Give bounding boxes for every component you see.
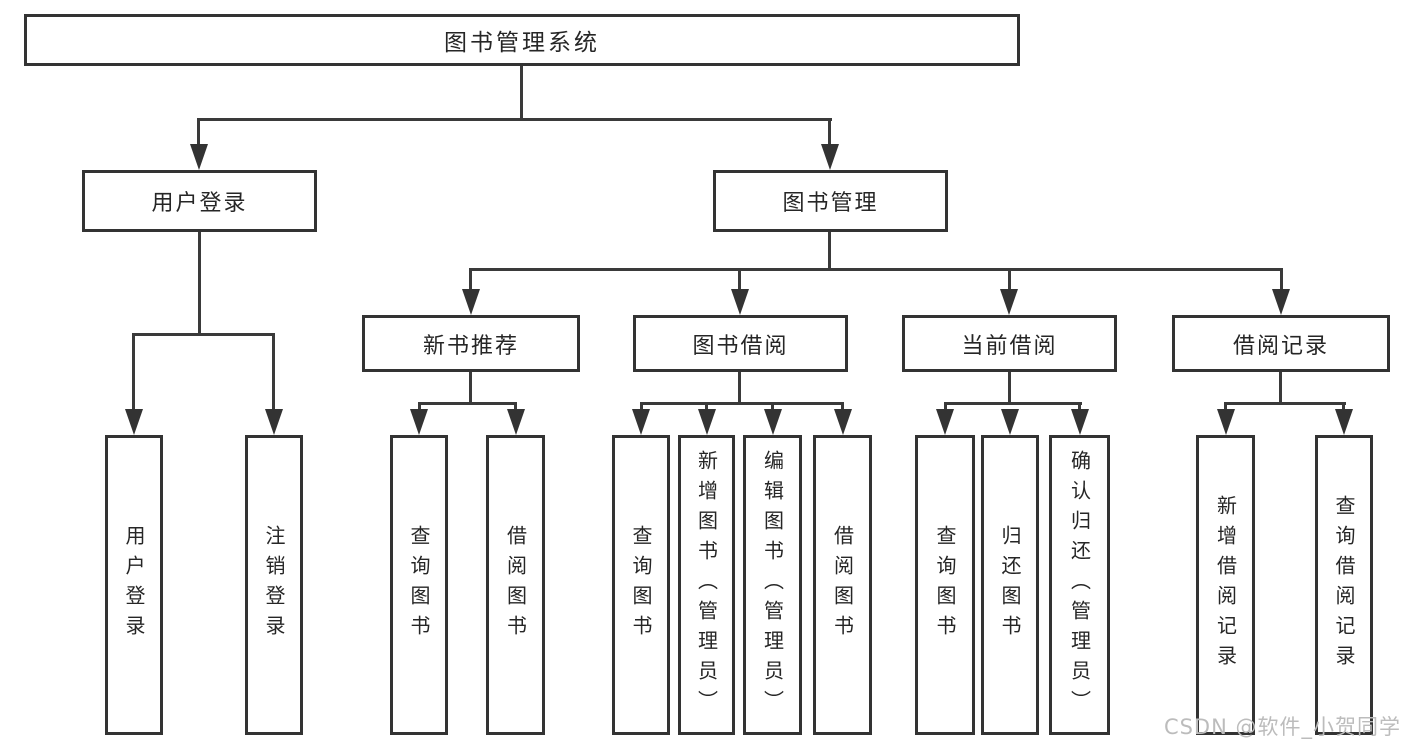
connector-line <box>1342 402 1345 411</box>
connector-line <box>738 372 741 404</box>
connector-line <box>705 402 708 411</box>
connector-line <box>197 118 200 144</box>
leaf-label: 借阅图书 <box>830 525 855 645</box>
connector-line <box>514 402 517 411</box>
node-label: 借阅记录 <box>1232 333 1329 359</box>
arrowhead-icon <box>632 409 650 435</box>
leaf-label: 新增借阅记录 <box>1213 495 1238 675</box>
connector-line <box>197 118 832 121</box>
connector-line <box>1008 268 1011 289</box>
connector-line <box>1279 372 1282 404</box>
arrowhead-icon <box>1000 289 1018 315</box>
arrowhead-icon <box>936 409 954 435</box>
arrowhead-icon <box>410 409 428 435</box>
node-library-management-system: 图书管理系统 <box>24 14 1020 66</box>
arrowhead-icon <box>834 409 852 435</box>
csdn-watermark: CSDN @软件_小贺同学 <box>1163 715 1401 739</box>
arrowhead-icon <box>698 409 716 435</box>
leaf-borrow-books-2: 借阅图书 <box>813 435 872 735</box>
connector-line <box>944 402 947 411</box>
node-label: 图书借阅 <box>692 333 789 359</box>
connector-line <box>132 333 275 336</box>
leaf-query-books-2: 查询图书 <box>612 435 670 735</box>
leaf-add-borrow-record: 新增借阅记录 <box>1196 435 1255 735</box>
node-current-borrowing: 当前借阅 <box>902 315 1117 372</box>
arrowhead-icon <box>190 144 208 170</box>
connector-line <box>1078 402 1081 411</box>
leaf-query-borrow-record: 查询借阅记录 <box>1315 435 1373 735</box>
connector-line <box>738 268 741 289</box>
connector-line <box>828 118 831 144</box>
node-user-login: 用户登录 <box>82 170 317 232</box>
connector-line <box>520 66 523 120</box>
leaf-label: 查询借阅记录 <box>1332 495 1356 675</box>
connector-line <box>640 402 643 411</box>
connector-line <box>418 402 421 411</box>
connector-line <box>771 402 774 411</box>
connector-line <box>418 402 517 405</box>
connector-line <box>469 268 1283 271</box>
leaf-borrow-books-1: 借阅图书 <box>486 435 545 735</box>
leaf-query-books-3: 查询图书 <box>915 435 975 735</box>
connector-line <box>469 372 472 404</box>
leaf-edit-books-admin: 编辑图书（管理员） <box>743 435 802 735</box>
arrowhead-icon <box>1335 409 1353 435</box>
leaf-label: 查询图书 <box>407 525 431 645</box>
leaf-label: 确认归还（管理员） <box>1067 450 1092 720</box>
connector-line <box>132 333 135 409</box>
connector-line <box>469 268 472 289</box>
connector-line <box>828 232 831 270</box>
leaf-label: 查询图书 <box>933 525 957 645</box>
arrowhead-icon <box>1071 409 1089 435</box>
leaf-label: 用户登录 <box>122 525 146 645</box>
leaf-label: 查询图书 <box>629 525 653 645</box>
arrowhead-icon <box>731 289 749 315</box>
arrowhead-icon <box>265 409 283 435</box>
leaf-user-login: 用户登录 <box>105 435 163 735</box>
connector-line <box>272 333 275 409</box>
leaf-return-books: 归还图书 <box>981 435 1039 735</box>
connector-line <box>944 402 1082 405</box>
leaf-add-books-admin: 新增图书（管理员） <box>678 435 735 735</box>
connector-line <box>841 402 844 411</box>
leaf-logout: 注销登录 <box>245 435 303 735</box>
arrowhead-icon <box>1217 409 1235 435</box>
leaf-query-books-1: 查询图书 <box>390 435 448 735</box>
arrowhead-icon <box>462 289 480 315</box>
connector-line <box>1224 402 1227 411</box>
arrowhead-icon <box>1272 289 1290 315</box>
node-book-management: 图书管理 <box>713 170 948 232</box>
node-label: 用户登录 <box>151 191 248 216</box>
leaf-label: 注销登录 <box>262 525 286 645</box>
node-book-borrowing: 图书借阅 <box>633 315 848 372</box>
node-label: 图书管理系统 <box>444 30 600 56</box>
arrowhead-icon <box>764 409 782 435</box>
node-borrowing-records: 借阅记录 <box>1172 315 1390 372</box>
node-label: 新书推荐 <box>422 333 519 359</box>
connector-line <box>198 232 201 334</box>
node-new-book-recommend: 新书推荐 <box>362 315 580 372</box>
connector-line <box>1008 372 1011 404</box>
connector-line <box>1280 268 1283 289</box>
leaf-label: 新增图书（管理员） <box>694 450 719 720</box>
leaf-label: 借阅图书 <box>503 525 528 645</box>
arrowhead-icon <box>821 144 839 170</box>
node-label: 当前借阅 <box>961 333 1058 359</box>
arrowhead-icon <box>1001 409 1019 435</box>
node-label: 图书管理 <box>782 191 879 216</box>
leaf-label: 编辑图书（管理员） <box>760 450 785 720</box>
arrowhead-icon <box>507 409 525 435</box>
arrowhead-icon <box>125 409 143 435</box>
leaf-confirm-return-admin: 确认归还（管理员） <box>1049 435 1110 735</box>
leaf-label: 归还图书 <box>998 525 1022 645</box>
connector-line <box>1224 402 1346 405</box>
connector-line <box>640 402 844 405</box>
